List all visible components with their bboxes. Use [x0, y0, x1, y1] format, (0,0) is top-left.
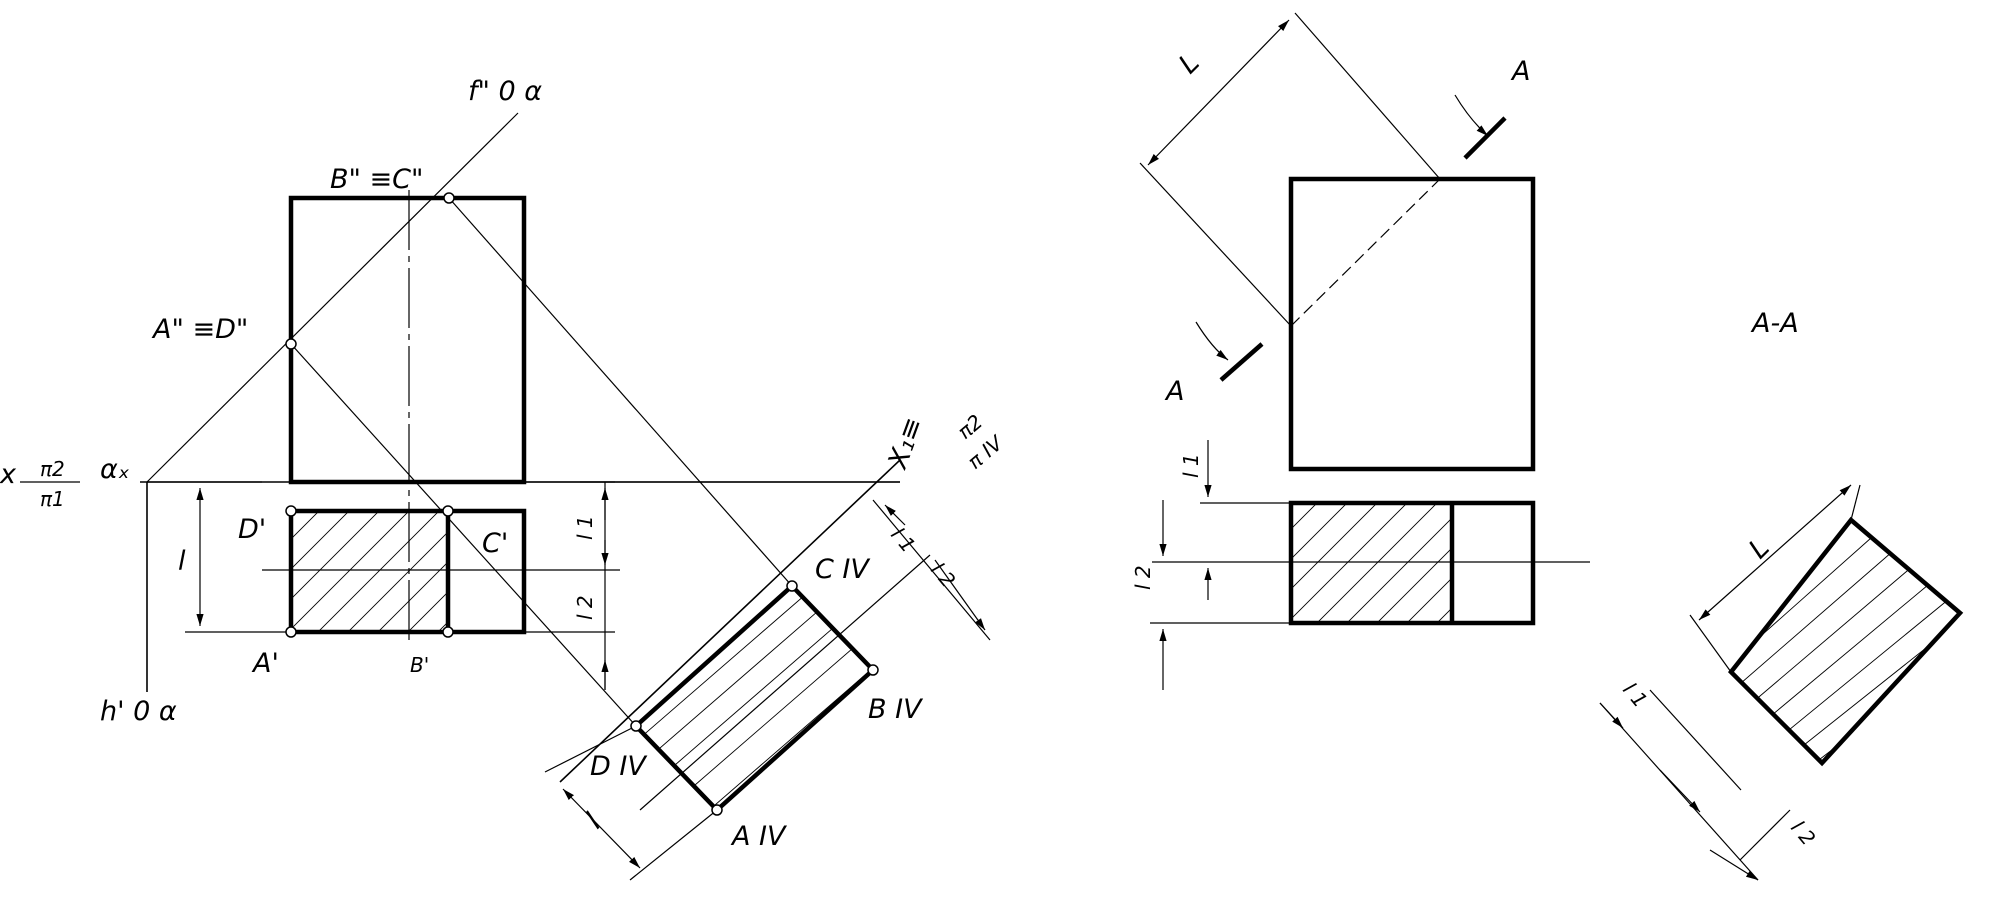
section-l1-arrow-b	[1659, 769, 1701, 813]
aux-dim-l12	[872, 499, 991, 641]
label-right-l1: l 1	[1179, 453, 1203, 478]
node-b4	[867, 664, 879, 676]
trace-f-line	[146, 112, 519, 483]
label-section-l2: l 2	[1786, 816, 1820, 850]
label-dim-l1: l 1	[573, 515, 597, 540]
right-view: L A A l 1 l 2 A-A L l 1 l 2	[1131, 12, 1964, 881]
label-axis-x-num: π2	[40, 457, 65, 481]
cut-arrow-bottom	[1195, 321, 1229, 361]
section-ext-bottom	[1649, 689, 1742, 791]
node-c2	[443, 192, 455, 204]
aux-ext-2	[629, 809, 718, 881]
node-d4	[630, 720, 642, 732]
proj-c	[448, 197, 793, 587]
label-a2d2: A" ≡D"	[151, 314, 248, 345]
label-right-l2: l 2	[1131, 565, 1155, 590]
node-c4	[786, 580, 798, 592]
axis-x1	[559, 459, 901, 783]
cut-arrow-top	[1454, 94, 1489, 137]
elevation-rect-right	[1288, 176, 1536, 472]
label-b2c2: B" ≡C"	[330, 164, 423, 195]
section-dim-L	[1698, 484, 1852, 621]
label-section-title: A-A	[1750, 308, 1799, 339]
section-ext-left	[1689, 614, 1732, 673]
aux-dim-l	[562, 788, 641, 869]
section-l1-arrow-a	[1599, 702, 1624, 729]
aux-ext-1	[544, 725, 637, 773]
label-axis-x1: X₁≡	[882, 413, 930, 474]
cut-mark-bottom	[1219, 342, 1264, 382]
node-a4	[711, 804, 723, 816]
plan-hatch-right	[1291, 503, 1452, 623]
label-a1: A'	[251, 648, 279, 679]
label-axis-x-den: π1	[40, 487, 65, 511]
cut-mark-top	[1463, 116, 1507, 160]
label-cut-A-bottom: A	[1164, 376, 1184, 407]
label-b4: B IV	[868, 694, 924, 725]
section-ext-top	[1850, 484, 1861, 521]
section-dim-line	[1599, 702, 1759, 881]
label-c1: C'	[482, 528, 508, 559]
node-c1	[442, 505, 454, 517]
plan-hatch	[291, 511, 448, 632]
label-dim-l4: l	[580, 807, 608, 835]
node-a1	[285, 626, 297, 638]
node-a2	[285, 338, 297, 350]
label-cut-A-top: A	[1510, 56, 1530, 87]
section-edge	[1850, 519, 1961, 614]
node-d1	[285, 505, 297, 517]
section-l2-arrow	[1709, 849, 1759, 881]
label-alpha-x: αₓ	[100, 454, 130, 485]
label-dim-l2b: l 2	[926, 558, 960, 592]
label-h: h' 0 α	[100, 696, 177, 727]
label-c4: C IV	[815, 554, 871, 585]
section-l2-ext	[1739, 809, 1791, 861]
left-view: f" 0 α h' 0 α αₓ B" ≡C" A" ≡D" x π2 π1 D…	[0, 76, 1008, 881]
cut-line-hidden	[1290, 178, 1441, 327]
aux-center-line	[639, 554, 931, 811]
label-f: f" 0 α	[468, 76, 542, 107]
aux-dim-arrow-a	[884, 504, 906, 526]
label-d4: D IV	[590, 751, 648, 782]
cut-ext-right	[1294, 12, 1441, 180]
label-b1: B'	[410, 653, 429, 677]
aux-inner-line	[635, 585, 793, 727]
label-dim-l2: l 2	[573, 595, 597, 620]
proj-d	[290, 343, 637, 727]
node-b1	[442, 626, 454, 638]
label-d1: D'	[238, 514, 266, 545]
dim-L-line	[1147, 19, 1290, 166]
label-a4: A IV	[730, 821, 788, 852]
aux-dim-arrow-b	[934, 559, 986, 631]
label-dim-l1b: l 1	[886, 523, 920, 557]
label-axis-x: x	[0, 459, 17, 490]
cut-ext-left	[1139, 162, 1292, 327]
label-dim-l: l	[178, 546, 186, 577]
elevation-rect	[288, 195, 527, 485]
label-section-L: L	[1743, 532, 1776, 565]
section-hatch	[1731, 529, 1960, 763]
plan-rect-right	[1288, 500, 1536, 626]
label-section-l1: l 1	[1618, 678, 1652, 712]
label-L: L	[1173, 47, 1206, 80]
